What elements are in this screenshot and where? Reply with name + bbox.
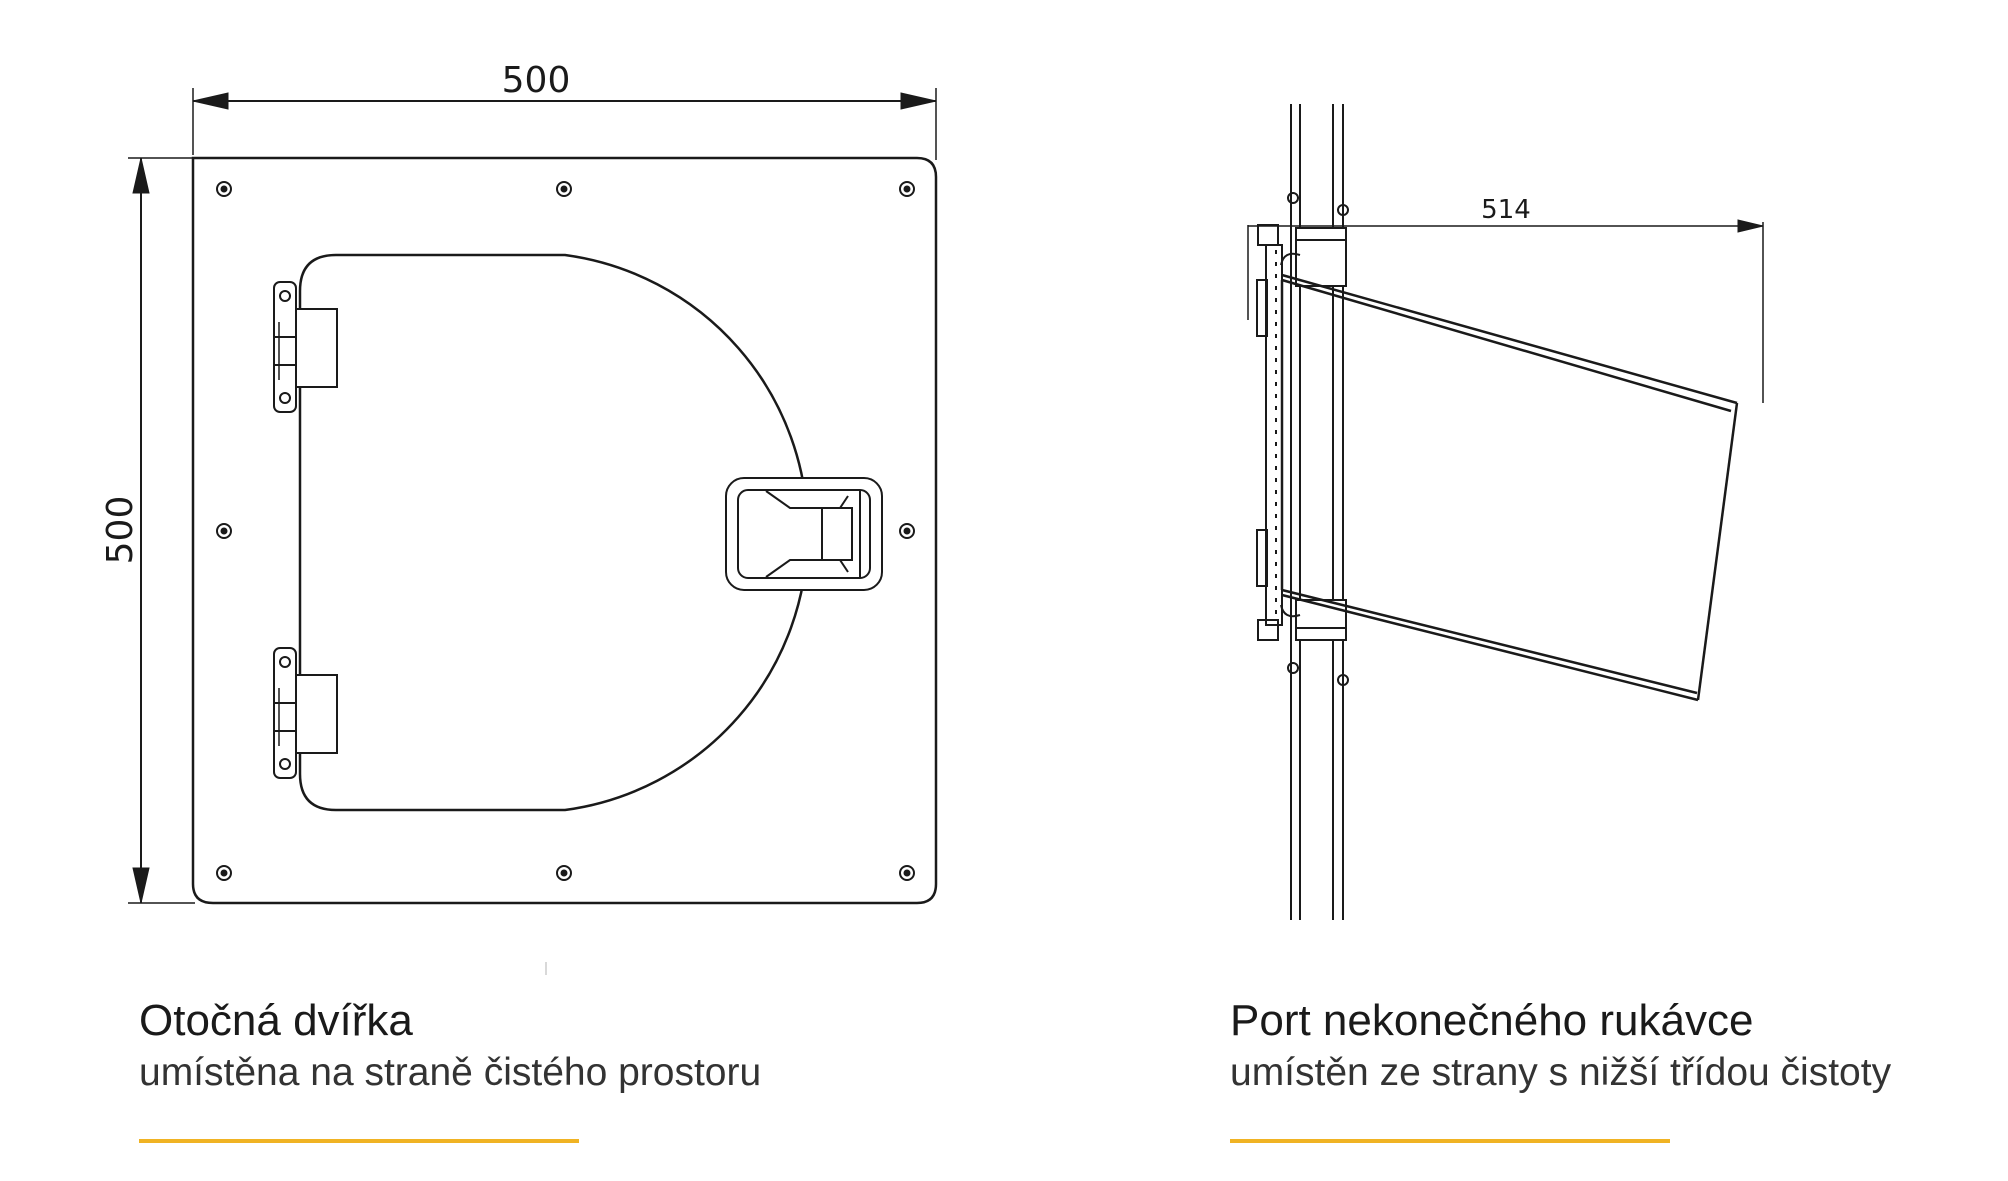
caption-door-subtitle: umístěna na straně čistého prostoru — [139, 1051, 762, 1094]
caption-door-title: Otočná dvířka — [139, 996, 413, 1045]
sleeve-tube — [1280, 273, 1739, 702]
screw-icon — [216, 865, 232, 881]
dim-height-label: 500 — [100, 496, 141, 565]
screw-icon — [216, 523, 232, 539]
door-panel-view — [128, 88, 938, 905]
accent-underline — [139, 1139, 579, 1143]
caption-sleeve-subtitle: umístěn ze strany s nižší třídou čistoty — [1230, 1051, 1892, 1094]
mounting-plate — [191, 156, 938, 905]
length-dimension — [1247, 219, 1764, 403]
door-latch-handle — [725, 477, 883, 591]
screw-icon — [216, 181, 232, 197]
caption-sleeve-port: Port nekonečného rukávce umístěn ze stra… — [1230, 995, 1891, 1143]
dim-width-label: 500 — [502, 60, 571, 101]
flange-top — [1287, 192, 1349, 287]
screw-icon — [899, 523, 915, 539]
caption-sleeve-title: Port nekonečného rukávce — [1230, 996, 1754, 1045]
screw-icon — [899, 181, 915, 197]
screw-icon — [556, 181, 572, 197]
dim-length-label: 514 — [1481, 195, 1531, 225]
hinge-bottom — [273, 647, 338, 779]
flange-bottom — [1287, 599, 1349, 686]
caption-door: Otočná dvířka umístěna na straně čistého… — [139, 995, 761, 1143]
accent-underline — [1230, 1139, 1670, 1143]
sleeve-port-view — [1247, 104, 1764, 920]
screw-icon — [899, 865, 915, 881]
port-ring — [1256, 224, 1301, 641]
hinge-top — [273, 281, 338, 413]
height-dimension — [128, 157, 195, 904]
width-dimension — [192, 88, 937, 160]
screw-icon — [556, 865, 572, 881]
